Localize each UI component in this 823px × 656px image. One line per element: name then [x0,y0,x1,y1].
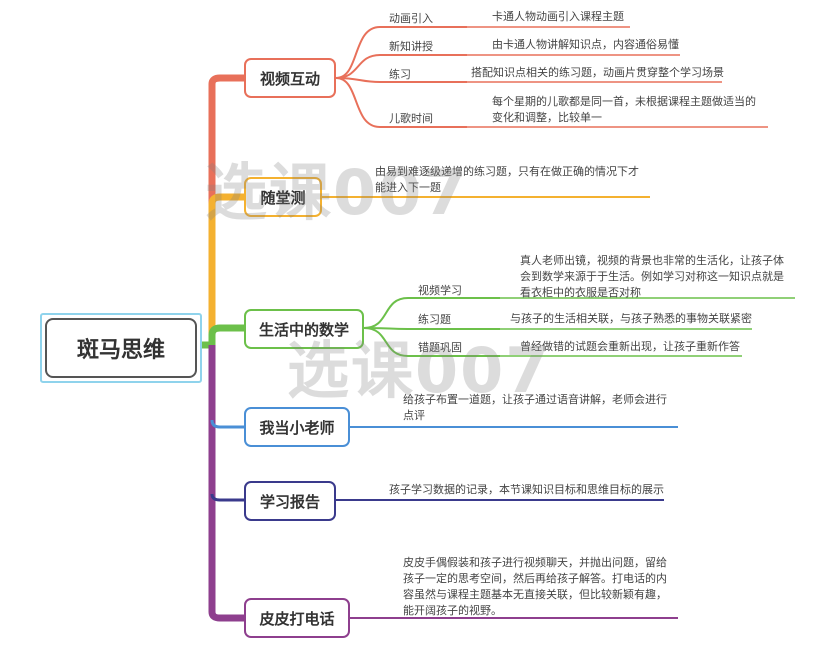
spine-blue [210,419,244,429]
video-leaf-desc-1: 卡通人物动画引入课程主题 [492,10,624,23]
spine-green [202,324,244,349]
life-leaf-desc-1: 真人老师出镜，视频的背景也非常的生活化，让孩子体会到数学来源于于生活。例如学习对… [520,254,784,299]
spine-purple [208,345,244,622]
report-desc: 孩子学习数据的记录，本节课知识目标和思维目标的展示 [389,483,664,496]
branch-quiz[interactable]: 随堂测 [244,177,322,217]
video-leaf-desc-4: 每个星期的儿歌都是同一首，未根据课程主题做适当的变化和调整，比较单一 [492,95,756,124]
video-leaf-desc-2: 由卡通人物讲解知识点，内容通俗易懂 [492,38,679,51]
watermark-1: 选课007 [205,156,469,229]
video-leaf-label-4: 儿歌时间 [389,112,433,125]
pipi-desc: 皮皮手偶假装和孩子进行视频聊天，并抛出问题，留给孩子一定的思考空间，然后再给孩子… [403,556,667,617]
life-leaf-label-2: 练习题 [418,313,451,326]
life-leaf-desc-2: 与孩子的生活相关联，与孩子熟悉的事物关联紧密 [510,312,752,325]
life-leaf-label-1: 视频学习 [418,284,462,297]
video-leaf-label-2: 新知讲授 [389,40,433,53]
branch-math-in-life[interactable]: 生活中的数学 [244,309,364,349]
spine-navy [210,493,244,502]
branch-video-interaction[interactable]: 视频互动 [244,58,336,98]
teacher-desc: 给孩子布置一道题，让孩子通过语音讲解，老师会进行点评 [403,393,667,422]
root-node[interactable]: 斑马思维 [40,313,202,383]
branch-video-connectors [335,26,768,128]
branch-little-teacher[interactable]: 我当小老师 [244,407,350,447]
quiz-desc: 由易到难逐级递增的练习题，只有在做正确的情况下才能进入下一题 [375,165,639,194]
video-leaf-desc-3: 搭配知识点相关的练习题，动画片贯穿整个学习场景 [471,66,724,79]
video-leaf-label-1: 动画引入 [389,12,433,25]
branch-pipi-call[interactable]: 皮皮打电话 [244,598,350,638]
root-title: 斑马思维 [45,318,197,378]
video-leaf-label-3: 练习 [389,68,411,81]
spine-red [208,74,244,345]
watermark-2: 选课007 [287,334,551,407]
branch-study-report[interactable]: 学习报告 [244,481,336,521]
spine-orange [208,193,244,345]
life-leaf-desc-3: 曾经做错的试题会重新出现，让孩子重新作答 [520,340,740,353]
branch-life-connectors [363,297,795,357]
life-leaf-label-3: 错题巩固 [418,341,462,354]
